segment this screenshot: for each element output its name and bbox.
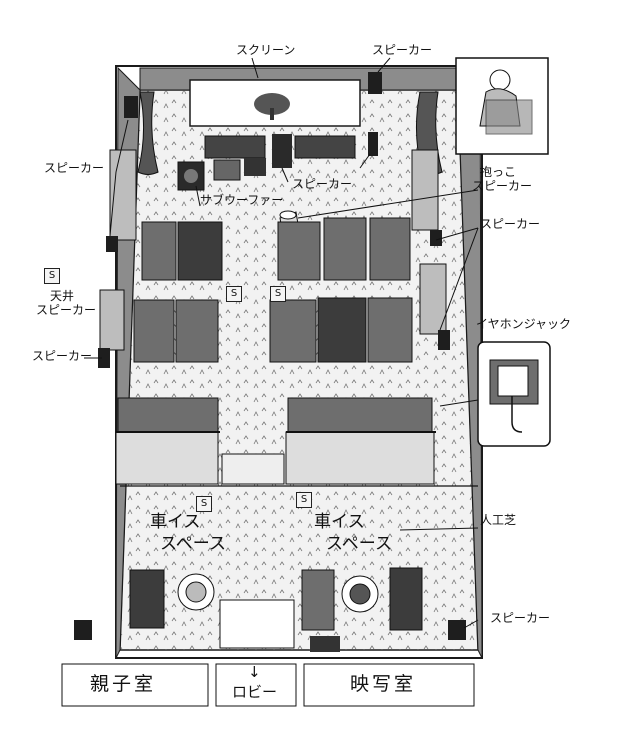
artificial-turf-label: 人工芝 <box>480 513 517 527</box>
screen-label: スクリーン <box>236 43 296 57</box>
ceiling-speaker-mark-4: S <box>296 492 312 508</box>
projection-room-box <box>303 663 475 707</box>
earphone-jack-label: イヤホンジャック <box>476 317 572 331</box>
speaker-back-left <box>74 620 92 640</box>
speaker-back-right <box>448 620 466 640</box>
lobby-box <box>215 663 297 707</box>
seat-row-3-left <box>115 397 220 485</box>
ceiling-speaker-label-2: スピーカー <box>36 303 97 317</box>
speaker-front-right <box>368 72 382 94</box>
person-inset <box>455 57 549 155</box>
speaker-right-mid <box>430 230 442 246</box>
wheelchair-space-left-1: 車イス <box>150 512 201 532</box>
speaker-left-top <box>124 96 138 118</box>
wheelchair-space-right-2: スペース <box>326 534 392 554</box>
rug-left <box>204 135 266 159</box>
stool-1 <box>213 159 241 181</box>
wheelchair-space-right-1: 車イス <box>314 512 365 532</box>
seat-row-2-right <box>269 297 413 363</box>
center-speaker <box>272 134 292 168</box>
screen-tree-logo <box>254 93 290 120</box>
ceiling-speaker-mark-legend: S <box>44 268 60 284</box>
speaker-small-right <box>368 132 378 156</box>
speaker-left-low <box>98 348 110 368</box>
seat-row-1-right <box>277 217 411 281</box>
lobby-arrow: ↓ <box>248 663 261 681</box>
door-mat <box>310 636 340 652</box>
speaker-right-low <box>438 330 450 350</box>
speaker-label-left: スピーカー <box>44 161 105 175</box>
wheelchair-space-left-2: スペース <box>160 534 226 554</box>
hug-speaker-label-2: スピーカー <box>472 179 533 193</box>
speaker-label-right: スピーカー <box>480 217 541 231</box>
speaker-left-mid <box>106 236 118 252</box>
rear-entrance <box>221 453 285 485</box>
ceiling-speaker-label-1: 天井 <box>50 289 75 303</box>
speaker-label-back-right: スピーカー <box>490 611 551 625</box>
speaker-label-left-low: スピーカー <box>32 349 93 363</box>
ceiling-speaker-mark-3: S <box>196 496 212 512</box>
subwoofer-label: サブウーファー <box>200 193 284 207</box>
ceiling-speaker-mark-2: S <box>270 286 286 302</box>
stool-2 <box>244 158 266 176</box>
left-curtain <box>137 91 159 175</box>
leader-lines <box>84 57 479 629</box>
rug-right <box>294 135 356 159</box>
lobby-label: ロビー <box>232 683 278 701</box>
parent-child-room-label: 親子室 <box>90 673 157 695</box>
door-left <box>219 599 295 649</box>
parent-child-room-box <box>61 663 209 707</box>
plants-right <box>411 149 447 335</box>
back-chairs <box>129 567 423 631</box>
seat-row-3-right <box>285 397 436 485</box>
ceiling-speaker-mark-1: S <box>226 286 242 302</box>
projection-room-label: 映写室 <box>350 673 417 695</box>
earphone-jack-inset <box>477 341 551 447</box>
seat-row-1-left <box>141 221 223 281</box>
seat-row-2-left <box>133 299 219 363</box>
hug-speaker-label-1: 抱っこ <box>480 165 517 179</box>
speaker-label-top: スピーカー <box>372 43 433 57</box>
speaker-label-center: スピーカー <box>292 177 353 191</box>
